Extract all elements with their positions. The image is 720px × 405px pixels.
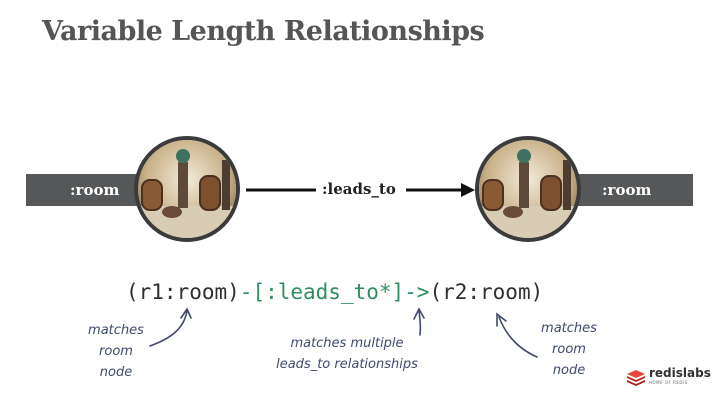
middle-annotation: matches multiple leads_to relationships	[276, 336, 418, 372]
query-start-node: (r1:room)	[126, 280, 240, 304]
right-arrowhead-icon	[496, 312, 507, 327]
right-room-node-image	[475, 136, 581, 242]
room-scene-icon	[479, 140, 577, 238]
right-annotation: matches room node	[541, 321, 597, 378]
slide-title: Variable Length Relationships	[42, 16, 485, 47]
cypher-query: (r1:room)-[:leads_to*]->(r2:room)	[126, 280, 543, 304]
relationship-label: :leads_to	[322, 180, 396, 198]
left-annotation: matches room node	[88, 323, 144, 380]
query-relationship: -[:leads_to*]->	[239, 280, 430, 304]
logo-tagline: HOME OF REDIS	[649, 380, 688, 385]
middle-annotation-arrow	[418, 310, 422, 336]
middle-arrowhead-icon	[413, 307, 425, 320]
left-node-label: :room	[70, 181, 120, 199]
logo-name: redislabs	[649, 366, 711, 380]
query-end-node: (r2:room)	[429, 280, 544, 304]
left-annotation-arrow	[149, 310, 188, 347]
redis-cube-icon	[627, 370, 645, 386]
redislabs-logo: redislabs HOME OF REDIS	[626, 366, 711, 388]
arrowhead-icon	[461, 183, 475, 197]
right-node-label: :room	[602, 181, 652, 199]
right-annotation-arrow	[498, 316, 538, 358]
left-arrowhead-icon	[180, 307, 192, 319]
